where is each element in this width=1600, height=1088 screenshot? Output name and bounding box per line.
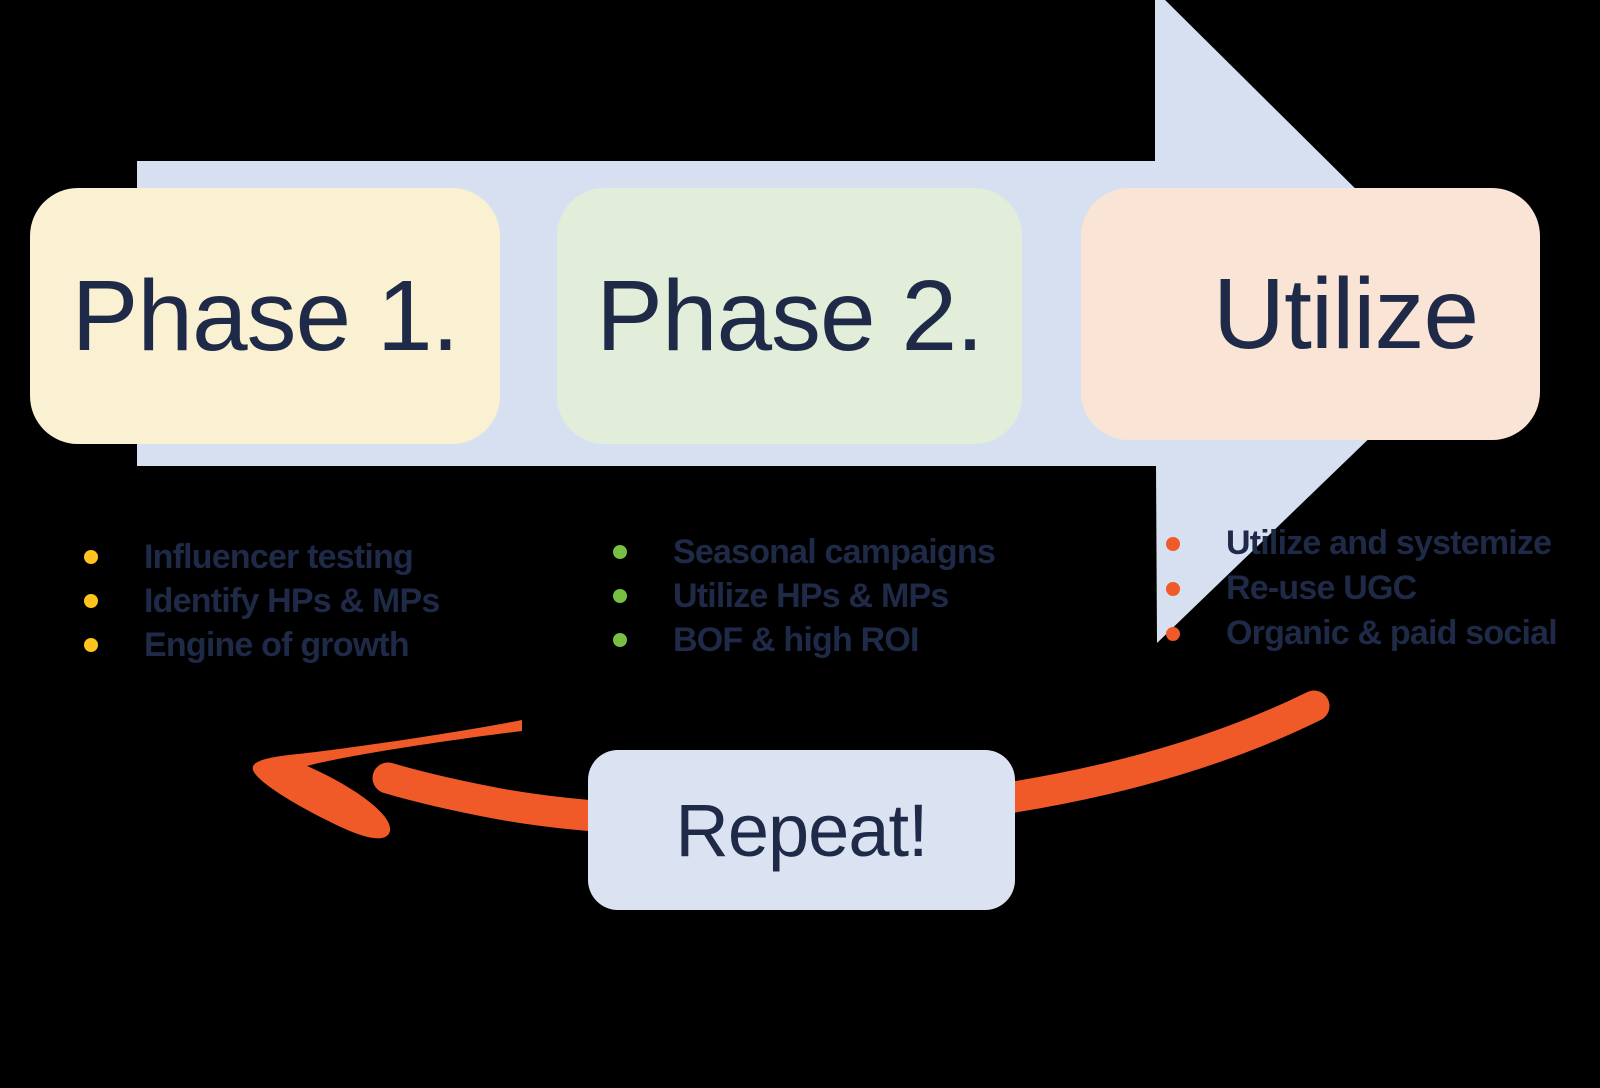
list-item-label: Seasonal campaigns: [673, 532, 996, 571]
list-item: BOF & high ROI: [613, 618, 995, 662]
bullet-dot: [84, 638, 98, 652]
repeat-box: Repeat!: [588, 750, 1015, 910]
repeat-label: Repeat!: [675, 788, 928, 872]
bullet-dot: [84, 594, 98, 608]
list-item-label: BOF & high ROI: [673, 620, 919, 659]
phase-1-title: Phase 1.: [71, 259, 460, 372]
list-item-label: Identify HPs & MPs: [144, 581, 440, 620]
bullet-dot: [1166, 581, 1180, 596]
bullet-dot: [613, 589, 627, 603]
phase-2-box: Phase 2.: [557, 188, 1022, 444]
list-item: Engine of growth: [84, 623, 439, 667]
list-item-label: Re-use UGC: [1226, 569, 1417, 607]
bullet-dot: [1166, 626, 1180, 641]
list-item-label: Engine of growth: [144, 625, 410, 664]
phase-1-box: Phase 1.: [30, 188, 500, 444]
utilize-box: Utilize: [1081, 188, 1540, 440]
list-item: Utilize and systemize: [1166, 521, 1557, 566]
phase-2-bullet-list: Seasonal campaigns Utilize HPs & MPs BOF…: [613, 530, 996, 662]
list-item: Re-use UGC: [1166, 566, 1557, 611]
phase-1-bullet-list: Influencer testing Identify HPs & MPs En…: [84, 535, 440, 667]
list-item: Seasonal campaigns: [613, 530, 996, 574]
utilize-bullet-list: Utilize and systemize Re-use UGC Organic…: [1166, 521, 1558, 656]
list-item: Influencer testing: [84, 535, 439, 579]
list-item: Identify HPs & MPs: [84, 579, 440, 623]
bullet-dot: [1166, 536, 1180, 551]
list-item-label: Influencer testing: [144, 537, 414, 576]
list-item: Organic & paid social: [1166, 611, 1558, 656]
bullet-dot: [613, 633, 627, 647]
phase-2-title: Phase 2.: [596, 259, 984, 372]
list-item-label: Utilize HPs & MPs: [673, 576, 949, 615]
list-item-label: Utilize and systemize: [1226, 524, 1552, 562]
utilize-title: Utilize: [1212, 257, 1479, 370]
list-item: Utilize HPs & MPs: [613, 574, 995, 618]
bullet-dot: [613, 545, 627, 559]
bullet-dot: [84, 550, 98, 564]
list-item-label: Organic & paid social: [1226, 614, 1558, 652]
